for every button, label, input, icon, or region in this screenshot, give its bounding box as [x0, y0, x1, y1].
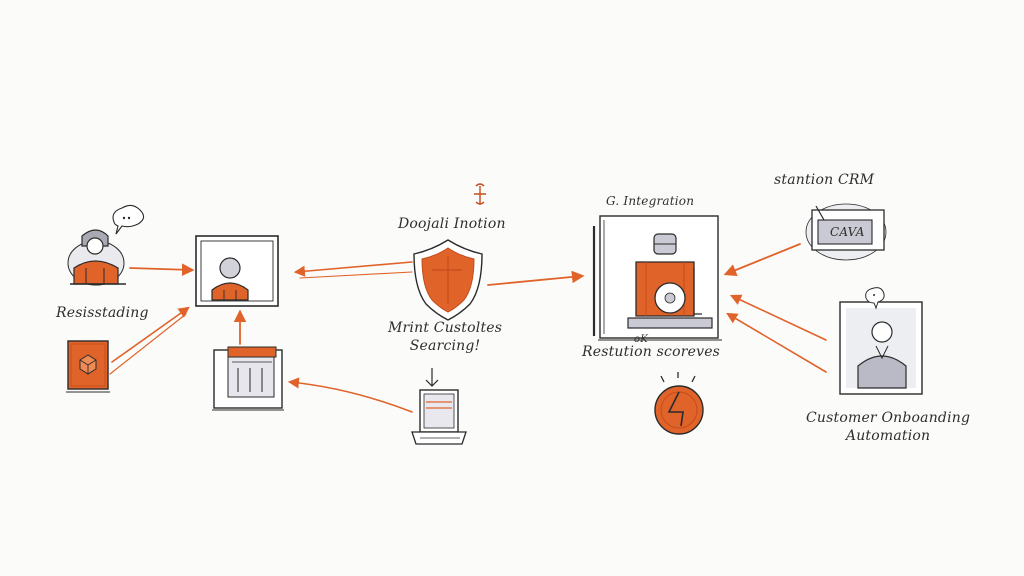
label-ok-mark: oK — [634, 334, 648, 345]
person-speech-icon — [67, 204, 145, 286]
label-resisstading: Resisstading — [56, 305, 149, 321]
crm-box-icon — [805, 203, 887, 261]
label-integration: G. Integration — [606, 194, 695, 208]
label-maint-line2: Searcing! — [409, 337, 481, 354]
shield-icon — [413, 183, 486, 321]
customer-portrait-icon — [839, 287, 923, 395]
connector-arrows — [109, 243, 827, 413]
label-digital-inotion: Doojali Inotion — [398, 216, 506, 232]
label-customer-onboarding: Customer Onboanding Automation — [806, 410, 970, 445]
label-stantion-crm: stantion CRM — [774, 172, 875, 188]
label-maint-line1: Mrint Custoltes — [388, 320, 503, 336]
person-machine-icon — [592, 215, 722, 341]
label-maint-customers: Mrint Custoltes Searcing! — [388, 320, 502, 355]
label-onboarding-line1: Customer Onboanding — [806, 410, 971, 426]
document-stack-icon — [212, 346, 284, 411]
label-crm-box: CAVA — [830, 225, 865, 239]
dial-icon — [654, 372, 704, 435]
orange-box-icon — [66, 340, 110, 393]
laptop-icon — [411, 368, 467, 445]
label-onboarding-line2: Automation — [845, 427, 931, 444]
framed-person-icon — [195, 235, 279, 307]
label-restution-scoreves: Restution scoreves — [582, 344, 721, 360]
